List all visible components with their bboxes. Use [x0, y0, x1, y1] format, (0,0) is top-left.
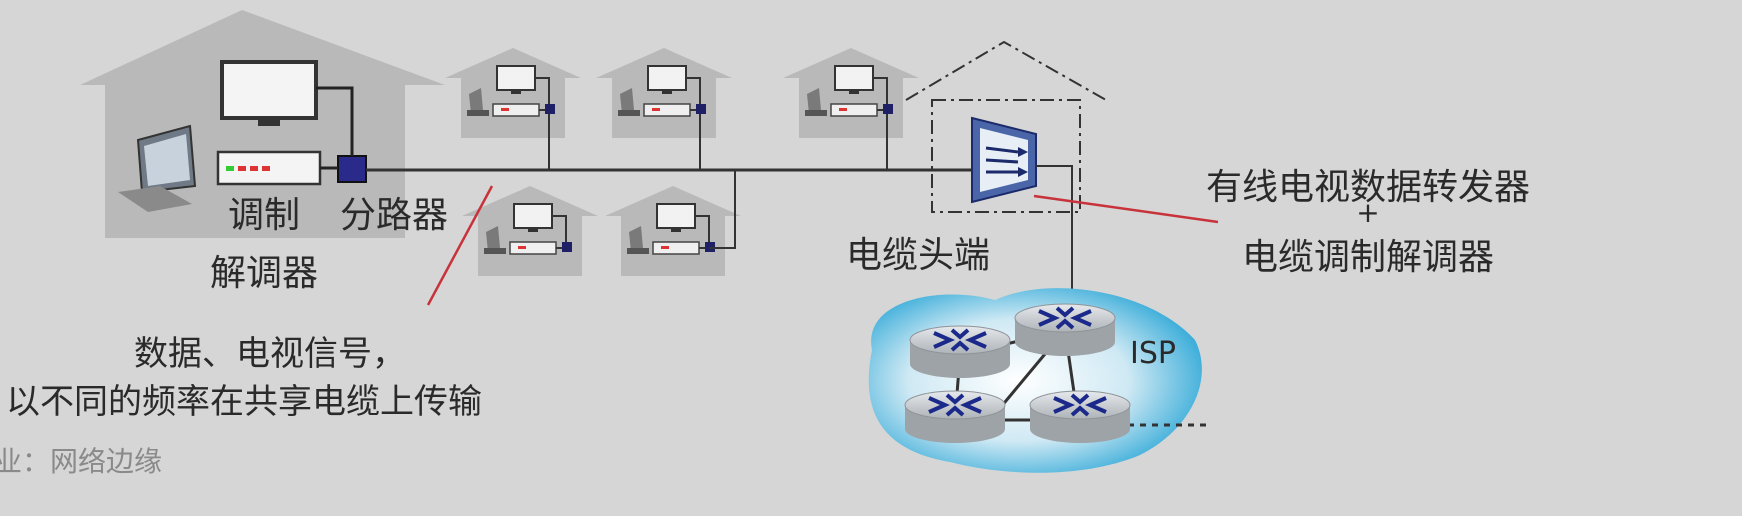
- modem-label-bottom: 解调器: [210, 253, 319, 294]
- router-icon: [1028, 389, 1132, 445]
- cmts-icon: [971, 116, 1037, 204]
- splitter-icon: [337, 155, 367, 183]
- isp-network: [868, 288, 1210, 473]
- annotation-pointer: [426, 185, 494, 306]
- modem-label-top: 调制: [228, 195, 301, 236]
- footer-caption: 业：网络边缘: [0, 445, 163, 478]
- neighbor-house-2: [595, 47, 733, 139]
- router-icon: [903, 389, 1007, 445]
- cable-headend: [905, 40, 1107, 290]
- annotation-line1: 数据、电视信号，: [134, 334, 406, 374]
- cmts-pointer: [1033, 194, 1219, 224]
- cmts-label-plus: +: [1356, 196, 1380, 229]
- annotation-line2: 以不同的频率在共享电缆上传输: [6, 382, 482, 422]
- tv-icon: [220, 60, 318, 126]
- splitter-label: 分路器: [340, 195, 449, 236]
- cmts-label-line1: 有线电视数据转发器: [1205, 167, 1530, 208]
- neighbor-house-4: [461, 185, 599, 277]
- router-icon: [908, 324, 1012, 380]
- neighbor-house-3: [782, 47, 920, 139]
- neighbor-house-5: [604, 185, 742, 277]
- cmts-label-line2: 电缆调制解调器: [1241, 237, 1494, 278]
- computer-icon: [118, 124, 197, 212]
- main-house: [80, 10, 445, 238]
- router-icon: [1013, 302, 1117, 358]
- neighbor-house-1: [444, 47, 582, 139]
- headend-label: 电缆头端: [846, 235, 991, 276]
- cable-modem-icon: [216, 150, 322, 186]
- isp-label: ISP: [1130, 336, 1176, 371]
